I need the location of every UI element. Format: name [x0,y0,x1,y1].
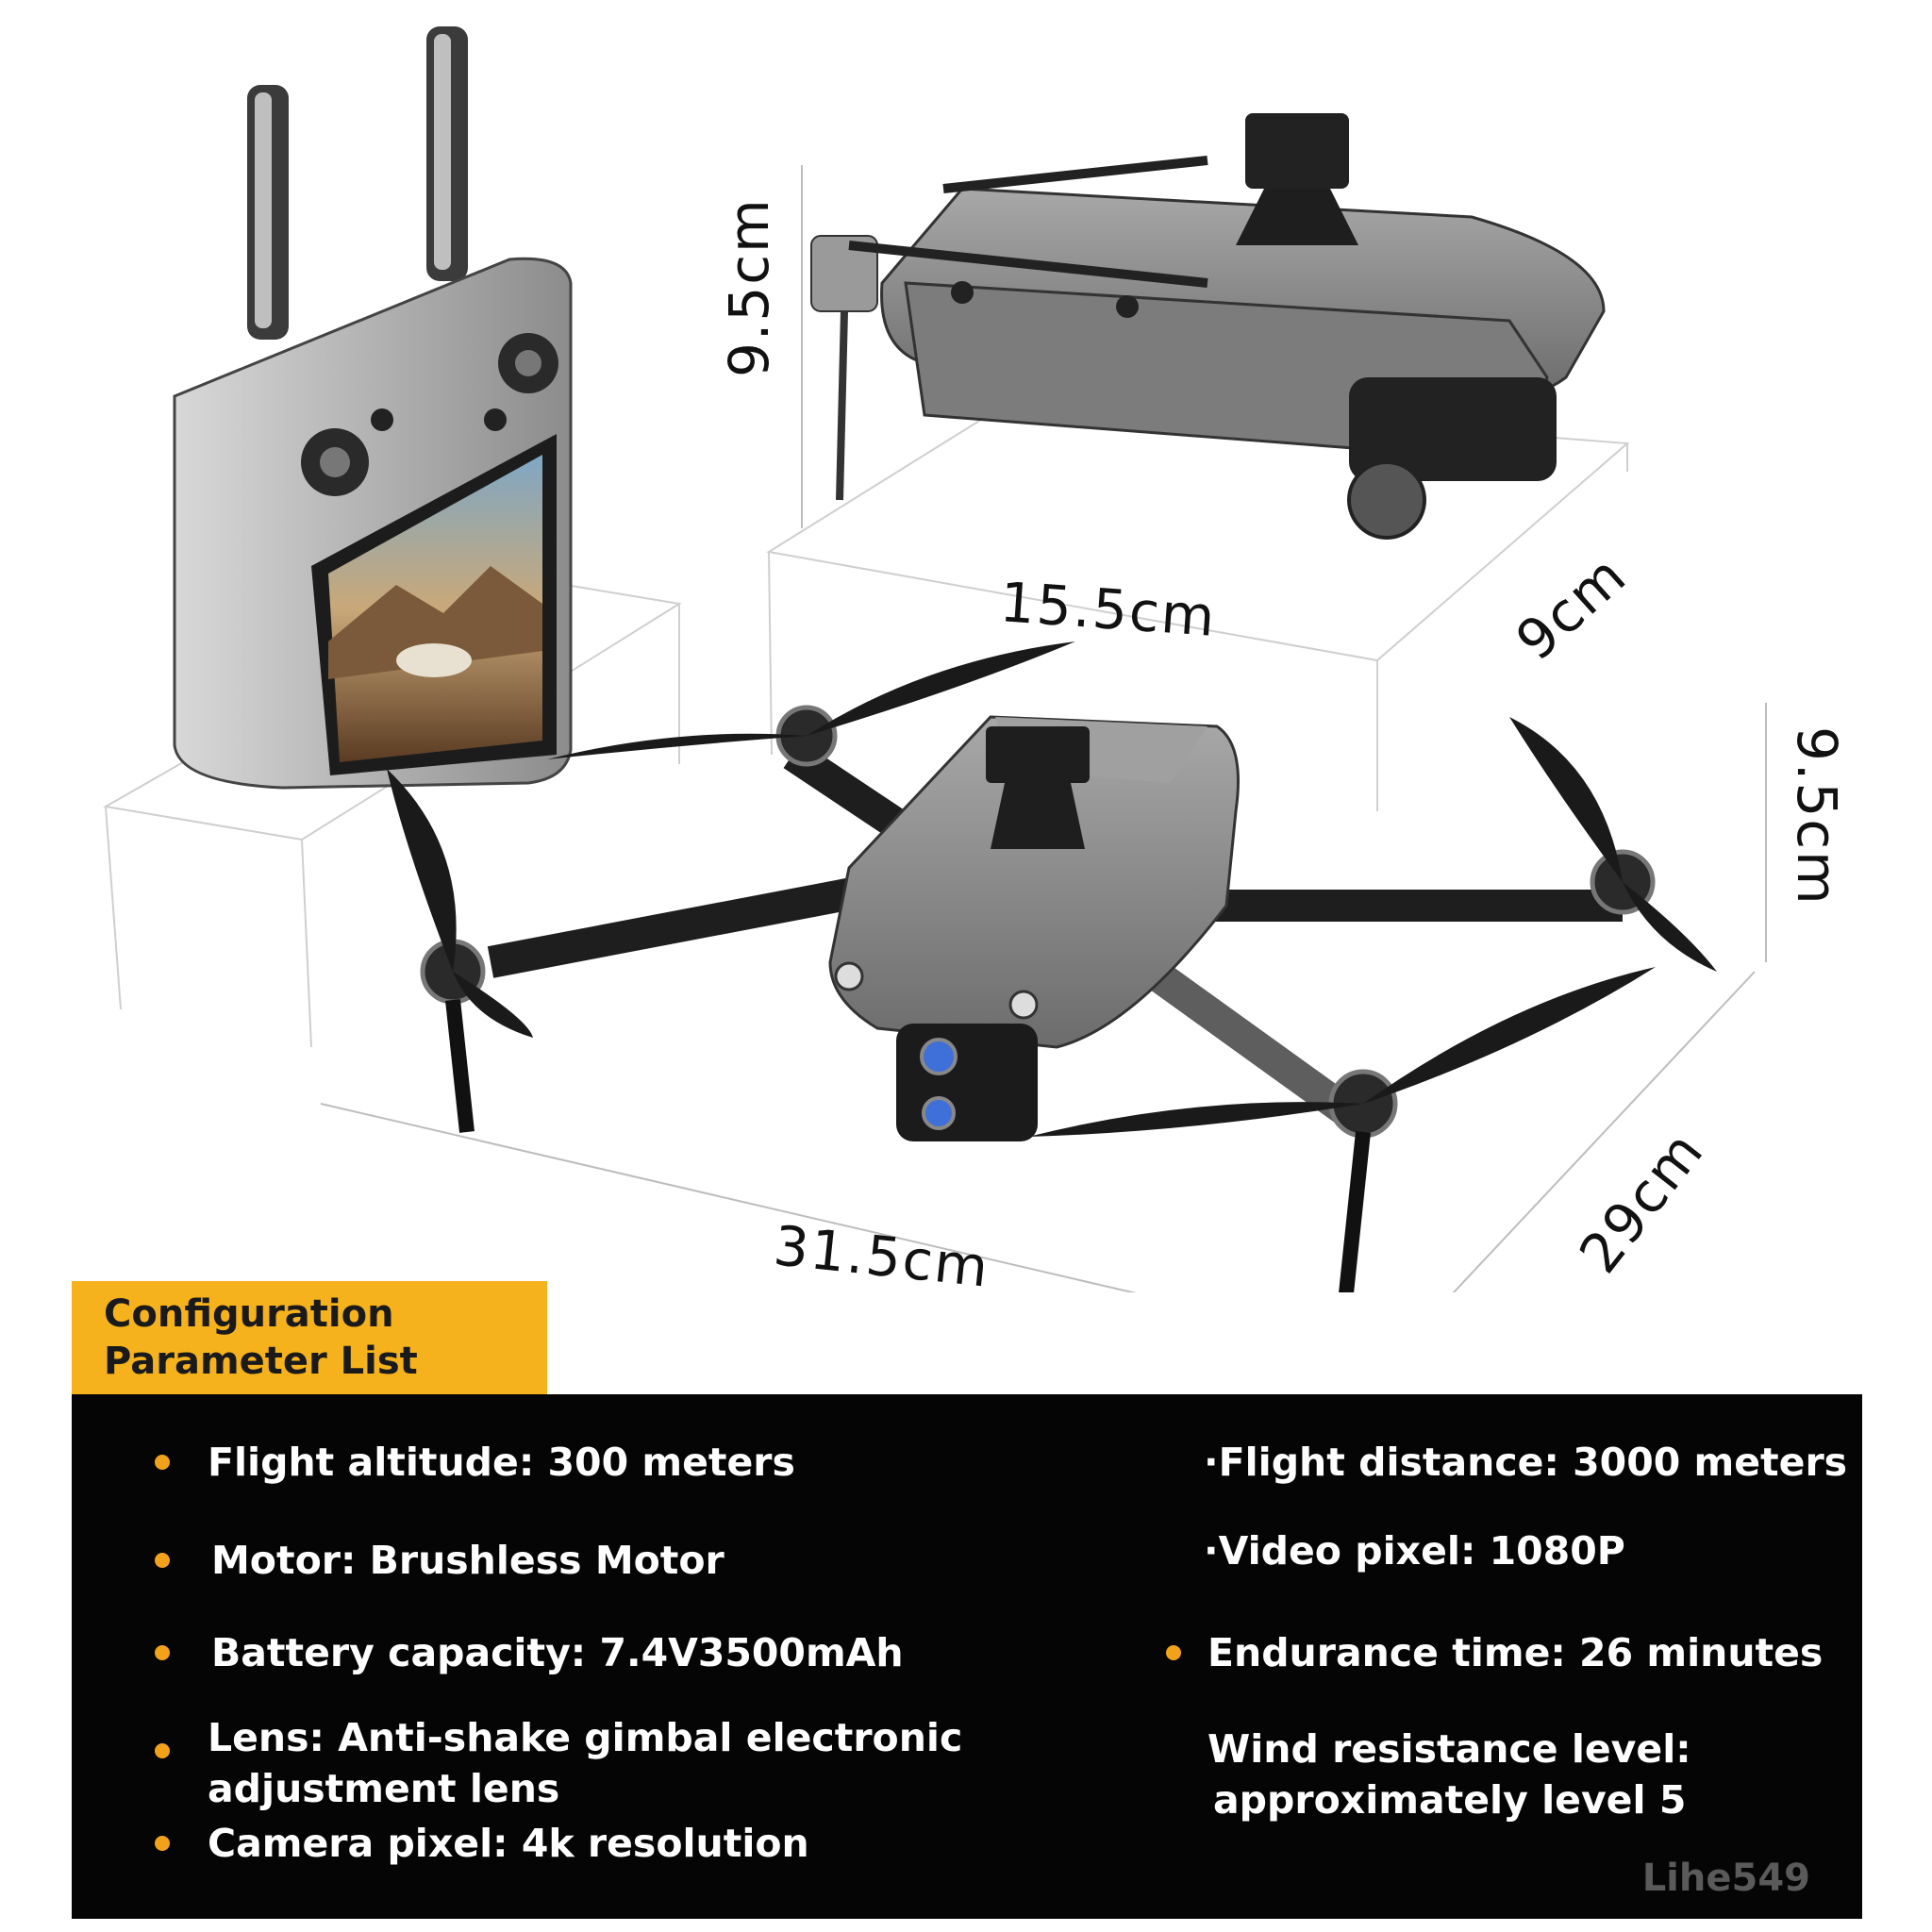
config-title-line2: Parameter List [104,1340,418,1383]
config-title-line1: Configuration [104,1292,394,1336]
spec-camera-pixel: Camera pixel: 4k resolution [208,1821,809,1866]
bullet-icon [155,1455,170,1470]
unfolded-drone [387,641,1717,1312]
spec-lens-line1: Lens: Anti-shake gimbal electronic [208,1715,963,1760]
watermark: Lihe549 [1641,1857,1810,1900]
spec-lens-line2: adjustment lens [208,1766,560,1811]
bullet-icon [155,1645,170,1660]
bullet-icon [155,1553,170,1568]
bullet-icon [155,1836,170,1851]
acrylic-stand-folded [766,394,1630,811]
spec-wind-line1: Wind resistance level: [1208,1726,1691,1772]
product-scene: 9.5cm 15.5cm 9cm 9.5cm 31.5cm 29cm [103,26,1849,1355]
folded-height-label: 9.5cm [717,197,781,377]
spec-flight-altitude: Flight altitude: 300 meters [208,1440,795,1485]
spec-motor: Motor: Brushless Motor [211,1538,724,1583]
bullet-icon [1166,1645,1181,1660]
open-height-label: 9.5cm [1785,726,1849,907]
bullet-icon [155,1743,170,1758]
spec-wind-line2: approximately level 5 [1213,1777,1687,1823]
spec-endurance: Endurance time: 26 minutes [1208,1630,1824,1675]
spec-battery: Battery capacity: 7.4V3500mAh [211,1630,904,1675]
folded-drone [810,113,1606,540]
drone-illustration [103,26,1767,1355]
config-title-tag: Configuration Parameter List [72,1281,547,1396]
spec-panel: Flight altitude: 300 meters Motor: Brush… [72,1394,1862,1919]
spec-flight-distance: ·Flight distance: 3000 meters [1204,1440,1848,1485]
remote-controller [173,26,573,790]
spec-video-pixel: ·Video pixel: 1080P [1204,1528,1625,1574]
